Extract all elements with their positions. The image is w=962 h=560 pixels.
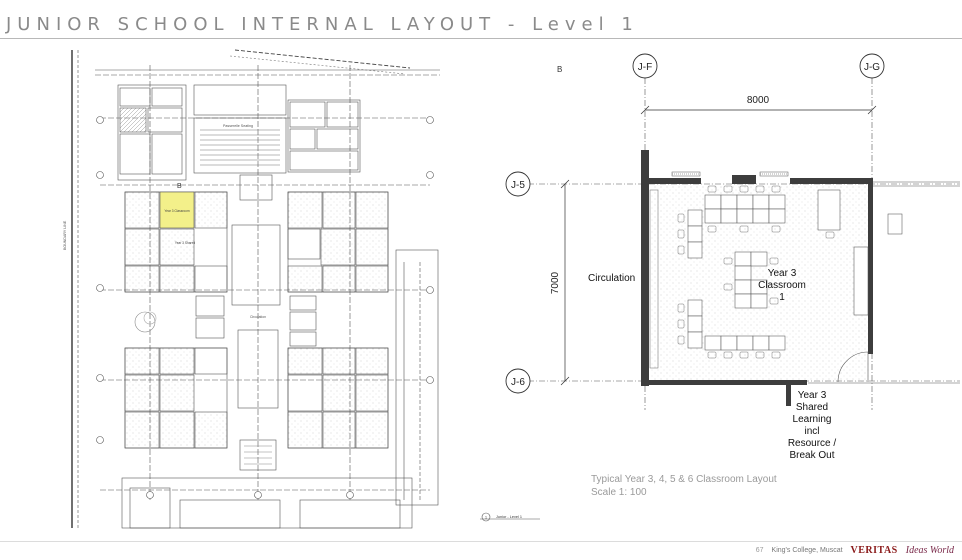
classroom-line: 1 <box>779 292 785 303</box>
site-marker-b: B <box>177 183 182 190</box>
footer: 67 King's College, Muscat VERITAS Ideas … <box>756 545 954 556</box>
dimension-height: 7000 <box>550 271 561 294</box>
shared-line: Learning <box>793 414 832 425</box>
dimension-width: 8000 <box>747 95 770 106</box>
footer-divider <box>0 541 962 542</box>
floor-plans: Passerelle Seating Circulation Year 3 Cl… <box>63 49 960 529</box>
view-name: Junior - Level 1 <box>496 515 522 519</box>
view-title: 1 Junior - Level 1 <box>480 512 540 522</box>
caption-title: Typical Year 3, 4, 5 & 6 Classroom Layou… <box>591 474 777 485</box>
svg-text:Circulation: Circulation <box>250 315 266 319</box>
label-classroom: Year 3 Classroom 1 <box>758 268 806 303</box>
veritas-logo: VERITAS <box>850 545 898 556</box>
page-title: JUNIOR SCHOOL INTERNAL LAYOUT - Level 1 <box>6 14 639 35</box>
shared-line: Year 3 <box>798 390 827 401</box>
grid-bubble-jf: J-F <box>638 62 652 73</box>
boundary-label: BOUNDARY LINE <box>63 220 67 250</box>
site-plan: Passerelle Seating Circulation Year 3 Cl… <box>71 49 440 529</box>
label-circulation: Circulation <box>588 273 635 284</box>
label-shared-learning: Year 3 Shared Learning incl Resource / B… <box>788 390 837 461</box>
grid-bubble-jg: J-G <box>864 62 880 73</box>
page-number: 67 <box>755 547 764 554</box>
school-name: King's College, Muscat <box>771 547 843 554</box>
grid-bubble-j5: J-5 <box>511 180 525 191</box>
svg-text:Year 3 Classroom: Year 3 Classroom <box>164 209 190 213</box>
detail-marker-b: B <box>557 65 562 74</box>
view-number: 1 <box>485 516 487 520</box>
svg-text:Year 3 Shared: Year 3 Shared <box>175 241 195 245</box>
ideas-world-logo: Ideas World <box>905 545 954 556</box>
shared-line: Break Out <box>789 450 834 461</box>
caption-scale: Scale 1: 100 <box>591 487 647 498</box>
shared-line: Resource / <box>788 438 837 449</box>
title-divider <box>0 38 962 39</box>
classroom-line: Classroom <box>758 280 806 291</box>
shared-line: incl <box>804 426 819 437</box>
grid-bubble-j6: J-6 <box>511 377 525 388</box>
svg-text:Passerelle Seating: Passerelle Seating <box>223 124 253 128</box>
shared-line: Shared <box>796 402 828 413</box>
detail-plan: B J-F J-G J-5 J-6 8000 7000 <box>505 53 960 461</box>
classroom-line: Year 3 <box>768 268 797 279</box>
